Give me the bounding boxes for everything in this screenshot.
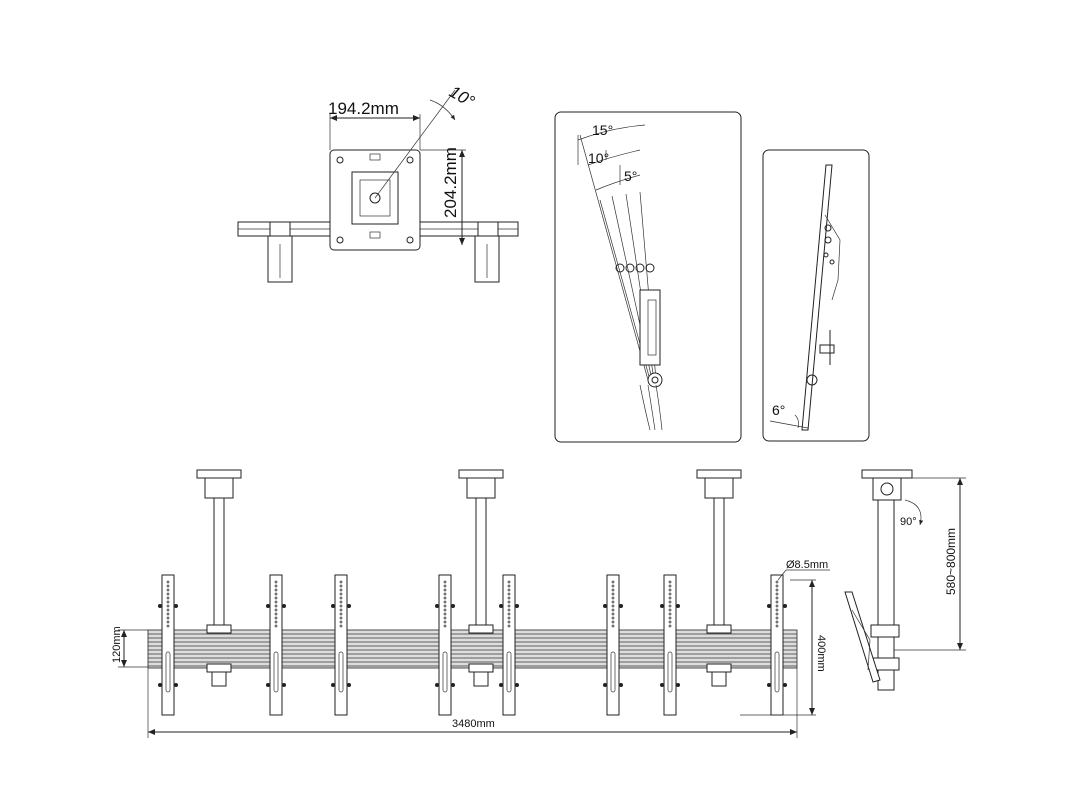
bracket-height-label: 400mm: [815, 635, 827, 672]
hole-diameter-label: Ø8.5mm: [786, 559, 828, 571]
right-bracket: [474, 221, 500, 283]
side-detail-panel: [762, 149, 870, 442]
ceiling-column: [696, 469, 742, 687]
vertical-bracket: [603, 574, 623, 716]
vertical-bracket: [435, 574, 455, 716]
ceiling-column: [196, 469, 242, 687]
vertical-bracket: [266, 574, 286, 716]
tilt-detail-panel: [554, 111, 742, 443]
rotation-label: 90°: [900, 516, 917, 528]
tilt-angle-5: 5°: [624, 168, 637, 184]
vertical-bracket: [158, 574, 178, 716]
top-view-vesa-plate: [237, 89, 519, 283]
drop-length-label: 580~800mm: [944, 528, 958, 595]
tilt-angle-15: 15°: [592, 122, 613, 138]
rail-height-label: 120mm: [111, 626, 123, 663]
vertical-bracket: [499, 574, 519, 716]
side-view-assembly: [844, 469, 966, 691]
vertical-bracket: [331, 574, 351, 716]
front-view-assembly: [118, 469, 830, 738]
total-width-label: 3480mm: [452, 718, 495, 730]
top-width-label: 194.2mm: [328, 99, 399, 118]
top-height-label: 204.2mm: [441, 147, 460, 218]
vertical-bracket: [660, 574, 680, 716]
ceiling-column: [458, 469, 504, 687]
left-bracket: [267, 221, 293, 283]
tilt-angle-10: 10°: [588, 150, 609, 166]
side-angle-label: 6°: [772, 402, 785, 418]
top-angle-label: 10°: [446, 82, 478, 111]
